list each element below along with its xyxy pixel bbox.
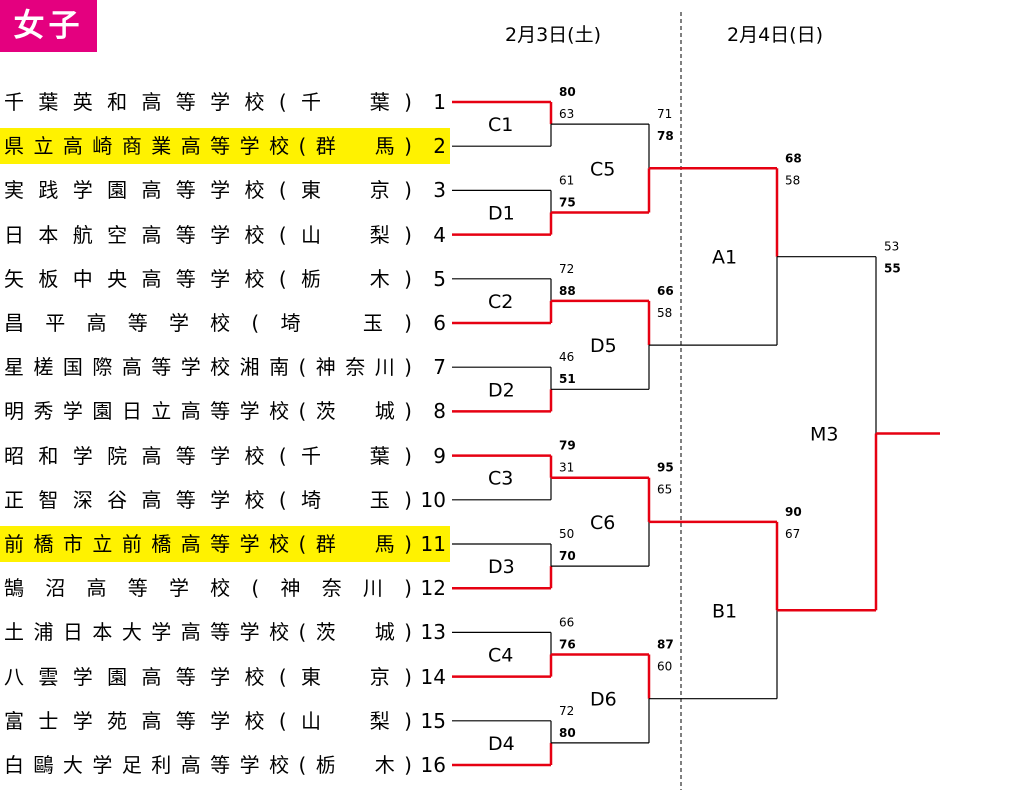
match-score: 58 — [657, 306, 672, 320]
team-row: 日本航空高等学校(山 梨) 4 — [0, 217, 450, 253]
team-seed: 5 — [433, 266, 446, 291]
match-code: C5 — [590, 158, 615, 180]
match-score: 66 — [559, 615, 574, 629]
team-row: 明秀学園日立高等学校(茨 城) 8 — [0, 393, 450, 429]
team-row: 正智深谷高等学校(埼 玉) 10 — [0, 482, 450, 518]
team-name: 県立高崎商業高等学校(群 馬) — [4, 134, 412, 159]
team-row: 千葉英和高等学校(千 葉) 1 — [0, 84, 450, 120]
match-score: 60 — [657, 660, 672, 674]
match-score: 65 — [657, 483, 672, 497]
team-seed: 7 — [433, 355, 446, 380]
team-name: 鵠沼高等学校(神奈川) — [4, 576, 412, 601]
match-code: D6 — [590, 689, 617, 711]
team-seed: 9 — [433, 443, 446, 468]
team-seed: 4 — [433, 222, 446, 247]
team-name: 明秀学園日立高等学校(茨 城) — [4, 399, 412, 424]
team-row: 土浦日本大学高等学校(茨 城) 13 — [0, 614, 450, 650]
match-score: 70 — [559, 549, 576, 563]
match-code: B1 — [712, 600, 737, 622]
match-score: 51 — [559, 372, 576, 386]
team-name: 実践学園高等学校(東 京) — [4, 178, 412, 203]
team-name: 星槎国際高等学校湘南(神奈川) — [4, 355, 412, 380]
team-row: 星槎国際高等学校湘南(神奈川) 7 — [0, 349, 450, 385]
team-seed: 8 — [433, 399, 446, 424]
match-score: 88 — [559, 284, 576, 298]
team-name: 日本航空高等学校(山 梨) — [4, 222, 412, 247]
team-name: 千葉英和高等学校(千 葉) — [4, 90, 412, 114]
match-score: 72 — [559, 704, 574, 718]
match-score: 53 — [884, 240, 899, 254]
match-score: 67 — [785, 527, 800, 541]
team-name: 富士学苑高等学校(山 梨) — [4, 708, 412, 733]
team-seed: 15 — [420, 708, 446, 733]
team-row: 昌平高等学校(埼 玉) 6 — [0, 305, 450, 341]
match-code: C2 — [488, 291, 513, 313]
team-row: 県立高崎商業高等学校(群 馬) 2 — [0, 128, 450, 165]
match-score: 75 — [559, 195, 576, 209]
match-code: D1 — [488, 203, 515, 225]
team-name: 八雲学園高等学校(東 京) — [4, 664, 412, 689]
date-day2: 2月4日(日) — [727, 24, 824, 46]
team-row: 鵠沼高等学校(神奈川) 12 — [0, 570, 450, 606]
match-score: 61 — [559, 173, 574, 187]
match-score: 78 — [657, 129, 674, 143]
match-code: C6 — [590, 512, 615, 534]
match-score: 71 — [657, 107, 672, 121]
match-score: 50 — [559, 527, 574, 541]
team-name: 正智深谷高等学校(埼 玉) — [4, 487, 412, 512]
match-score: 66 — [657, 284, 674, 298]
team-name: 昭和学院高等学校(千 葉) — [4, 443, 412, 468]
team-seed: 10 — [420, 487, 446, 512]
team-name: 前橋市立前橋高等学校(群 馬) — [4, 532, 412, 556]
team-seed: 12 — [420, 576, 446, 601]
match-code: D3 — [488, 556, 515, 578]
match-score: 79 — [559, 439, 576, 453]
match-code: C3 — [488, 468, 513, 490]
match-score: 87 — [657, 638, 674, 652]
team-seed: 1 — [433, 90, 446, 114]
team-name: 白鷗大学足利高等学校(栃 木) — [4, 753, 412, 777]
team-seed: 11 — [420, 532, 446, 556]
team-row: 前橋市立前橋高等学校(群 馬) 11 — [0, 526, 450, 562]
match-score: 31 — [559, 461, 574, 475]
team-seed: 6 — [433, 311, 446, 335]
team-seed: 14 — [420, 664, 446, 689]
team-seed: 3 — [433, 178, 446, 203]
team-name: 昌平高等学校(埼 玉) — [4, 311, 412, 335]
match-code: C4 — [488, 645, 513, 667]
match-code: D2 — [488, 379, 515, 401]
match-score: 55 — [884, 262, 901, 276]
match-score: 76 — [559, 637, 576, 651]
date-day1: 2月3日(土) — [505, 24, 602, 46]
match-score: 46 — [559, 350, 574, 364]
match-code: D5 — [590, 335, 617, 357]
match-code: A1 — [712, 247, 737, 269]
team-seed: 13 — [420, 620, 446, 645]
match-score: 90 — [785, 505, 802, 519]
team-row: 昭和学院高等学校(千 葉) 9 — [0, 438, 450, 474]
category-badge: 女子 — [0, 0, 97, 52]
match-score: 80 — [559, 85, 576, 99]
match-score: 95 — [657, 461, 674, 475]
team-seed: 16 — [420, 753, 446, 777]
team-name: 土浦日本大学高等学校(茨 城) — [4, 620, 412, 645]
team-row: 矢板中央高等学校(栃 木) 5 — [0, 261, 450, 297]
team-seed: 2 — [433, 134, 446, 159]
team-row: 八雲学園高等学校(東 京) 14 — [0, 659, 450, 695]
match-code: C1 — [488, 114, 513, 136]
team-row: 富士学苑高等学校(山 梨) 15 — [0, 703, 450, 739]
match-score: 80 — [559, 726, 576, 740]
team-name: 矢板中央高等学校(栃 木) — [4, 266, 412, 291]
match-score: 63 — [559, 107, 574, 121]
match-code: M3 — [810, 424, 838, 446]
match-score: 72 — [559, 262, 574, 276]
match-score: 58 — [785, 173, 800, 187]
team-row: 実践学園高等学校(東 京) 3 — [0, 172, 450, 208]
match-code: D4 — [488, 733, 515, 755]
match-score: 68 — [785, 151, 802, 165]
team-row: 白鷗大学足利高等学校(栃 木) 16 — [0, 747, 450, 783]
